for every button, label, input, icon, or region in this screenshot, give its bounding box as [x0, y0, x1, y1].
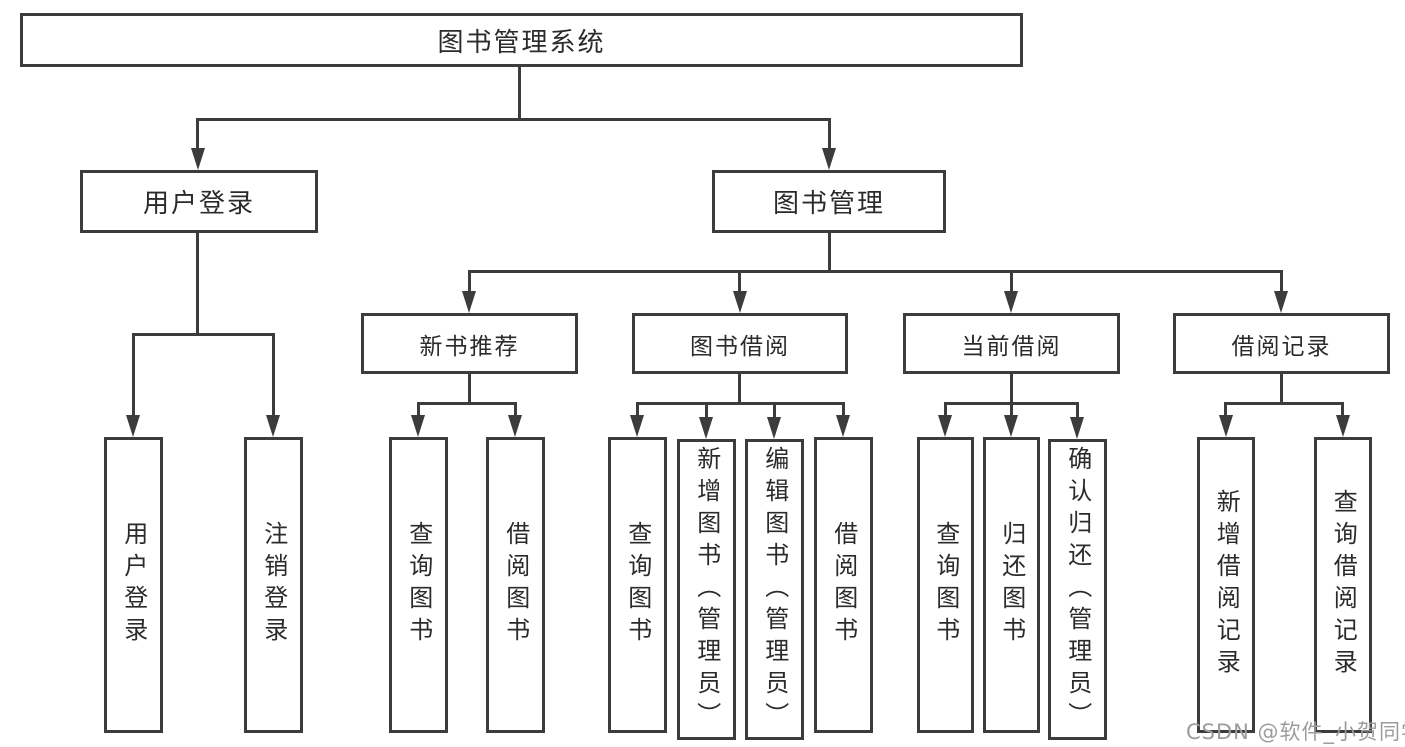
leaf-label: 查询图书	[404, 521, 433, 649]
node-label: 借阅记录	[1231, 333, 1332, 360]
connector-drop	[636, 402, 639, 415]
arrowhead-down-icon	[767, 417, 781, 439]
arrowhead-down-icon	[508, 415, 522, 437]
connector-level3-branch	[468, 270, 1283, 273]
connector-root-stem	[518, 67, 521, 119]
leaf-user-login: 用户登录	[104, 437, 163, 733]
arrowhead-down-icon	[462, 291, 476, 313]
node-label: 新书推荐	[419, 333, 520, 360]
arrowhead-down-icon	[1219, 415, 1233, 437]
node-label: 图书借阅	[690, 333, 790, 360]
leaf-label: 查询借阅记录	[1329, 489, 1358, 681]
connector-drop	[272, 333, 275, 415]
node-user-login: 用户登录	[80, 170, 318, 233]
connector-drop	[514, 402, 517, 415]
connector-book-mgmt-stem	[828, 233, 831, 270]
connector-book-mgmt-drop	[828, 118, 831, 148]
leaf-label: 新增借阅记录	[1212, 489, 1241, 681]
connector-drop	[1076, 402, 1079, 417]
leaf-label: 借阅图书	[829, 521, 858, 649]
node-book-borrowing: 图书借阅	[632, 313, 848, 374]
connector-drop	[944, 402, 947, 415]
watermark: CSDN @软件_小贺同学	[1186, 720, 1405, 744]
arrowhead-down-icon	[822, 148, 836, 170]
node-label: 用户登录	[142, 189, 255, 219]
leaf-label: 编辑图书（管理员）	[760, 445, 789, 734]
connector-drop	[1341, 402, 1344, 415]
arrowhead-down-icon	[1274, 291, 1288, 313]
connector-stem	[468, 374, 471, 402]
connector-user-login-stem	[196, 233, 199, 333]
leaf-query-books-borrowing: 查询图书	[608, 437, 667, 733]
arrowhead-down-icon	[1070, 417, 1084, 439]
leaf-edit-books-admin: 编辑图书（管理员）	[745, 439, 804, 740]
leaf-logout: 注销登录	[244, 437, 303, 733]
arrowhead-down-icon	[699, 417, 713, 439]
leaf-borrow-books: 借阅图书	[814, 437, 873, 733]
arrowhead-down-icon	[1004, 415, 1018, 437]
arrowhead-down-icon	[1004, 291, 1018, 313]
connector-branch	[1224, 402, 1344, 405]
leaf-borrow-books-recommend: 借阅图书	[486, 437, 545, 733]
connector-level2-branch	[196, 118, 831, 121]
connector-branch	[417, 402, 517, 405]
connector-branch	[636, 402, 845, 405]
leaf-label: 查询图书	[623, 521, 652, 649]
arrowhead-down-icon	[733, 291, 747, 313]
leaf-label: 借阅图书	[501, 521, 530, 649]
node-book-management: 图书管理	[712, 170, 946, 233]
leaf-query-books-recommend: 查询图书	[389, 437, 448, 733]
leaf-label: 注销登录	[259, 521, 288, 649]
connector-drop	[1010, 270, 1013, 291]
connector-drop	[705, 402, 708, 417]
arrowhead-down-icon	[191, 148, 205, 170]
arrowhead-down-icon	[1336, 415, 1350, 437]
connector-drop	[1224, 402, 1227, 415]
connector-drop	[1010, 402, 1013, 415]
arrowhead-down-icon	[411, 415, 425, 437]
leaf-query-borrow-record: 查询借阅记录	[1314, 437, 1372, 733]
leaf-label: 用户登录	[119, 521, 148, 649]
connector-drop	[417, 402, 420, 415]
connector-stem	[1280, 374, 1283, 402]
leaf-label: 归还图书	[997, 521, 1026, 649]
node-current-borrowing: 当前借阅	[903, 313, 1120, 374]
node-label: 当前借阅	[961, 333, 1062, 360]
node-label: 图书管理系统	[437, 27, 606, 58]
node-library-management-system: 图书管理系统	[20, 13, 1023, 67]
leaf-label: 确认归还（管理员）	[1063, 445, 1092, 734]
leaf-label: 新增图书（管理员）	[692, 445, 721, 734]
connector-drop	[468, 270, 471, 291]
leaf-label: 查询图书	[931, 521, 960, 649]
connector-user-login-branch	[132, 333, 275, 336]
arrowhead-down-icon	[938, 415, 952, 437]
leaf-add-borrow-record: 新增借阅记录	[1197, 437, 1255, 733]
node-label: 图书管理	[772, 189, 885, 219]
arrowhead-down-icon	[266, 415, 280, 437]
connector-stem	[738, 374, 741, 402]
node-borrowing-records: 借阅记录	[1173, 313, 1390, 374]
leaf-confirm-return-admin: 确认归还（管理员）	[1048, 439, 1107, 740]
node-new-book-recommend: 新书推荐	[361, 313, 578, 374]
arrowhead-down-icon	[630, 415, 644, 437]
connector-drop	[773, 402, 776, 417]
connector-drop	[132, 333, 135, 415]
connector-drop	[842, 402, 845, 415]
connector-user-login-drop	[196, 118, 199, 148]
leaf-add-books-admin: 新增图书（管理员）	[677, 439, 736, 740]
arrowhead-down-icon	[836, 415, 850, 437]
arrowhead-down-icon	[126, 415, 140, 437]
leaf-return-books: 归还图书	[983, 437, 1040, 733]
connector-drop	[738, 270, 741, 291]
connector-stem	[1010, 374, 1013, 402]
leaf-query-books-current: 查询图书	[917, 437, 974, 733]
connector-drop	[1280, 270, 1283, 291]
